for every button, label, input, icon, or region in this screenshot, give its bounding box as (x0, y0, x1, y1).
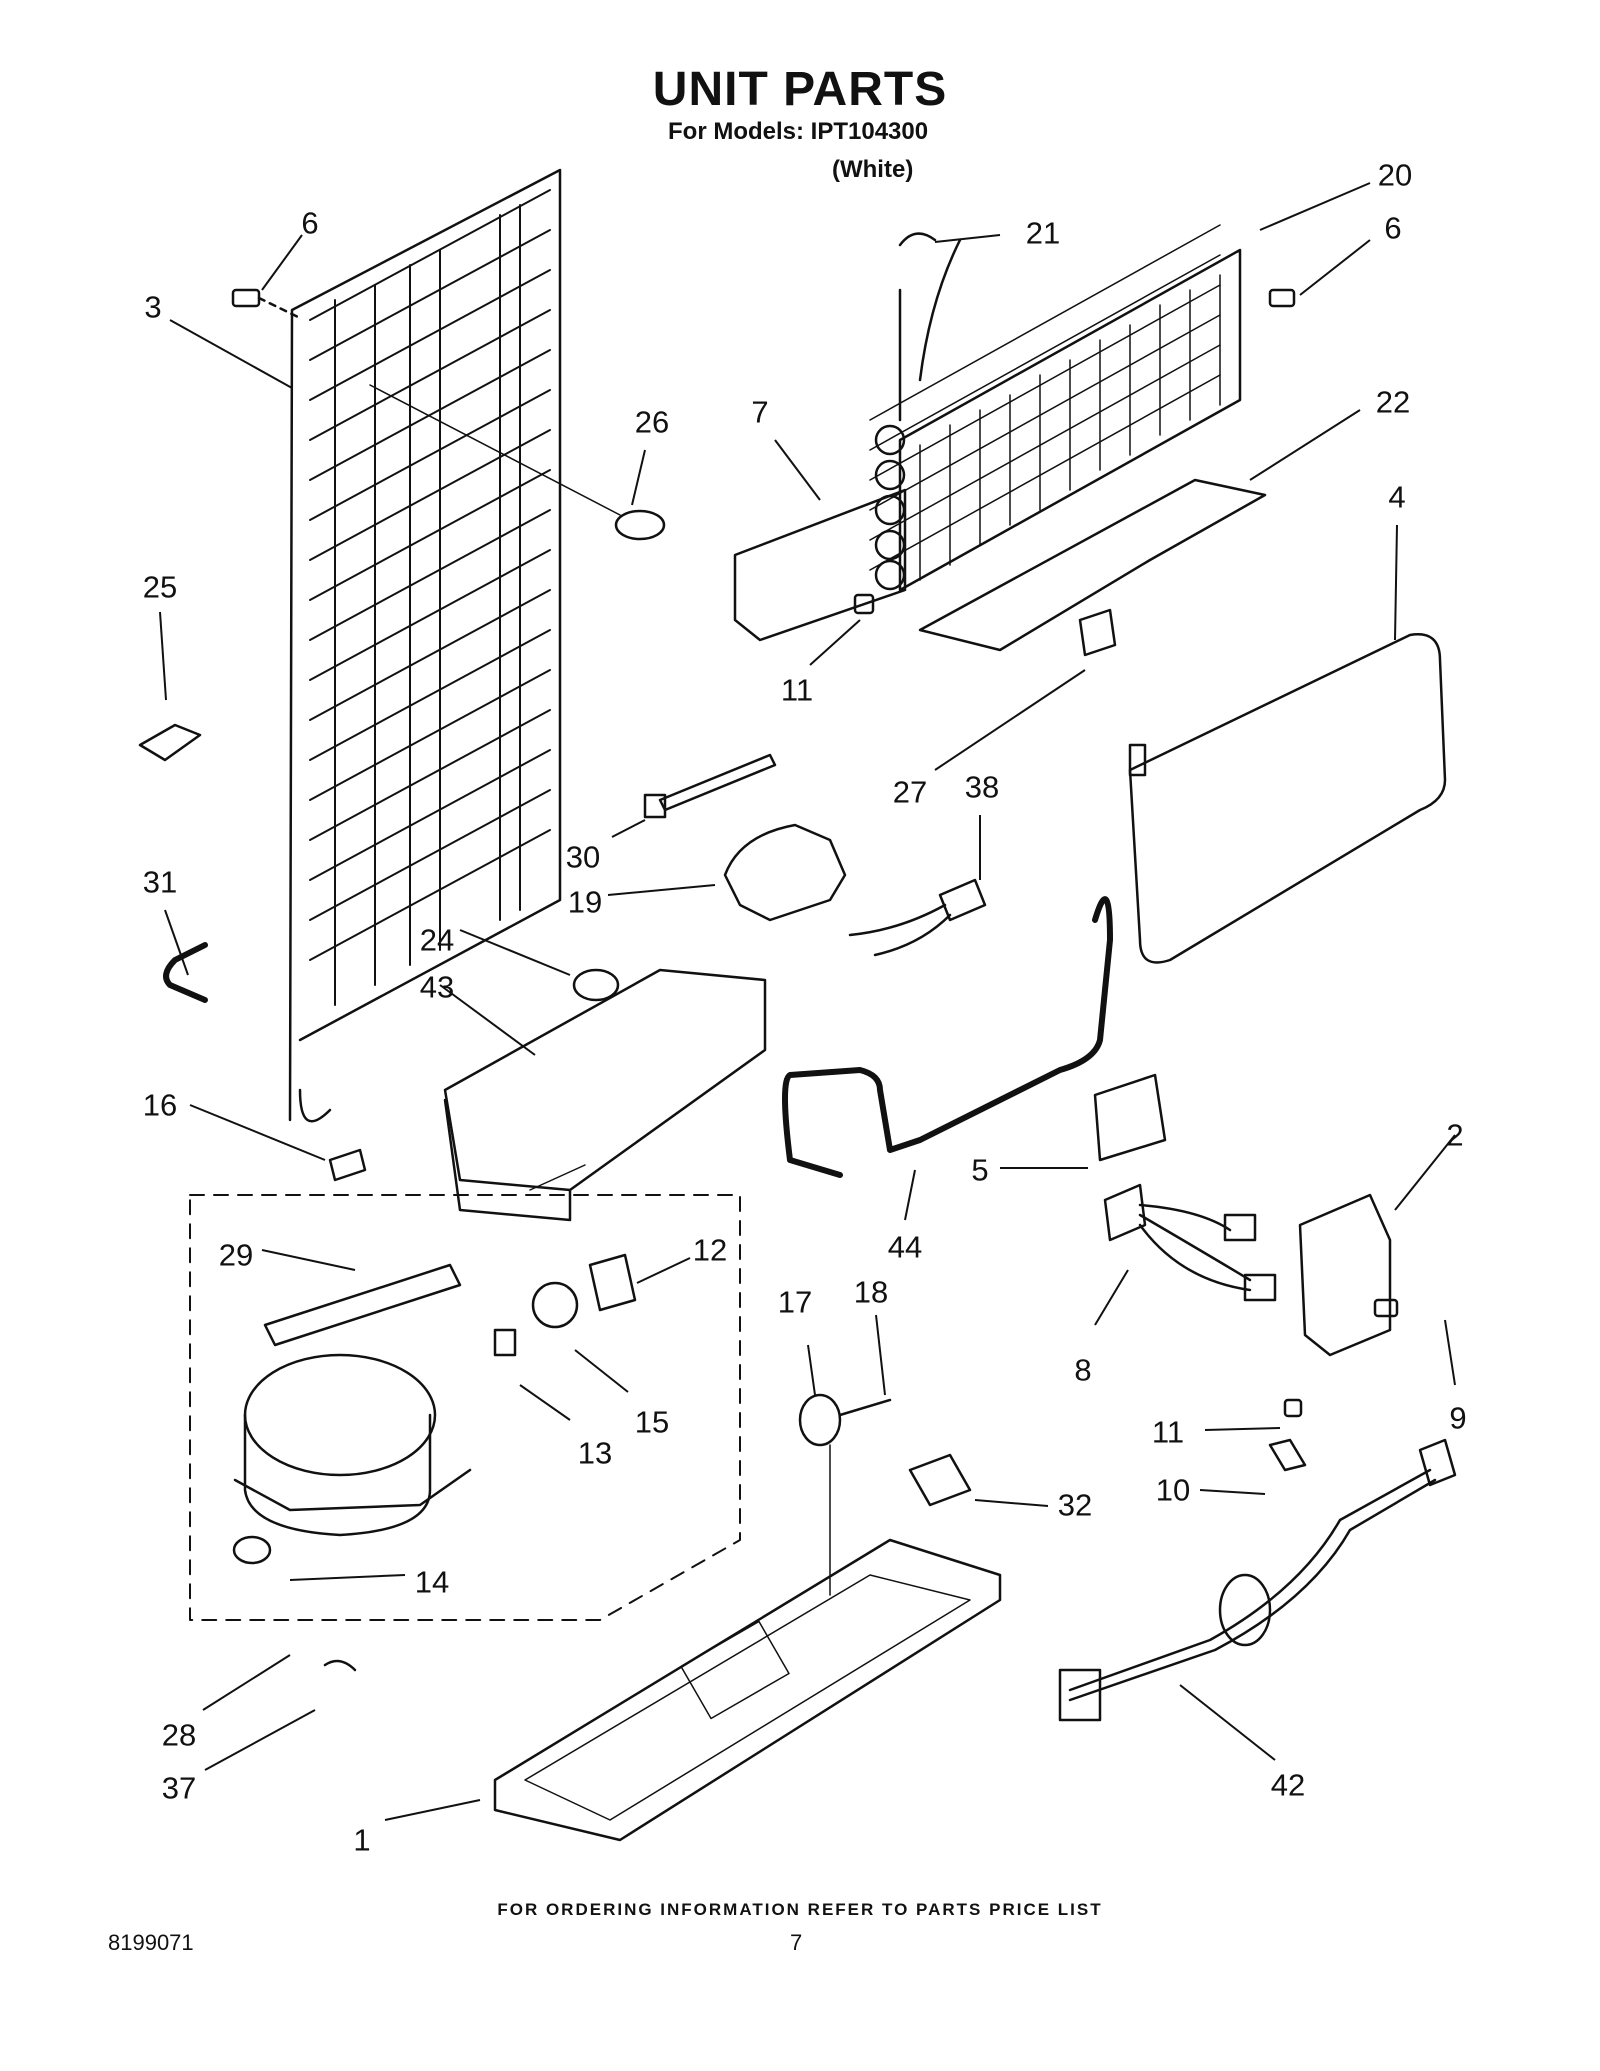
callout-25: 25 (142, 569, 178, 605)
callout-11-bottom: 11 (1151, 1414, 1185, 1450)
callout-11-top: 11 (780, 672, 814, 708)
page-number: 7 (790, 1930, 803, 1955)
callout-32: 32 (1057, 1487, 1093, 1523)
callout-3: 3 (144, 289, 162, 325)
callout-27: 27 (892, 774, 928, 810)
callout-2: 2 (1446, 1117, 1464, 1153)
callout-38: 38 (964, 769, 1000, 805)
callout-1: 1 (353, 1822, 371, 1858)
callout-21: 21 (1025, 215, 1061, 251)
callout-7: 7 (751, 394, 769, 430)
callout-28: 28 (161, 1717, 197, 1753)
callout-15: 15 (634, 1404, 670, 1440)
callout-10: 10 (1155, 1472, 1191, 1508)
callout-8: 8 (1074, 1352, 1092, 1388)
callout-37: 37 (161, 1770, 197, 1806)
callout-5: 5 (971, 1152, 989, 1188)
callout-20: 20 (1377, 157, 1413, 193)
callout-17: 17 (777, 1284, 813, 1320)
callout-19: 19 (567, 884, 603, 920)
callout-44: 44 (887, 1229, 923, 1265)
callout-31: 31 (142, 864, 178, 900)
callout-18: 18 (853, 1274, 889, 1310)
evaporator-part (869, 224, 1242, 592)
callout-43: 43 (419, 969, 455, 1005)
callout-24: 24 (419, 922, 455, 958)
callout-14: 14 (414, 1564, 450, 1600)
models-line: For Models: IPT104300 (668, 118, 929, 145)
screw-6-left-part (231, 288, 302, 320)
callout-9: 9 (1449, 1400, 1467, 1436)
ordering-notice: FOR ORDERING INFORMATION REFER TO PARTS … (497, 1900, 1103, 1919)
callout-16: 16 (142, 1087, 178, 1123)
document-number: 8199071 (108, 1930, 194, 1955)
page-title: UNIT PARTS (652, 63, 948, 116)
callout-30: 30 (565, 839, 601, 875)
callout-22: 22 (1375, 384, 1411, 420)
callout-4: 4 (1388, 479, 1406, 515)
callout-6-left: 6 (301, 205, 319, 241)
callout-26: 26 (634, 404, 670, 440)
callout-42: 42 (1270, 1767, 1306, 1803)
callout-6-right: 6 (1384, 210, 1402, 246)
color-line: (White) (832, 156, 914, 183)
callout-29: 29 (218, 1237, 254, 1273)
callout-12: 12 (692, 1232, 728, 1268)
condenser-part (288, 168, 562, 1123)
callout-13: 13 (577, 1435, 613, 1471)
